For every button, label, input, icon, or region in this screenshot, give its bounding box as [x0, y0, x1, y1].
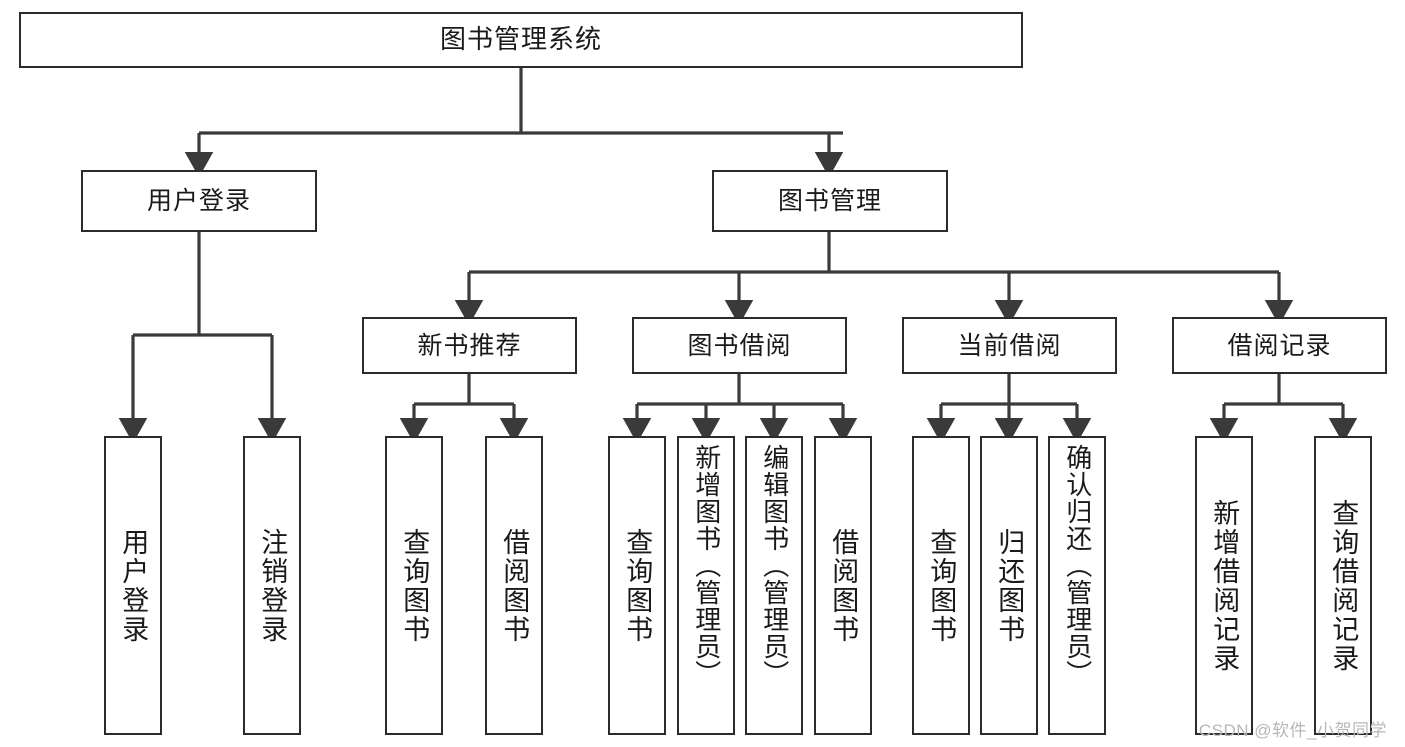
leaf-current-confirm-return-admin[interactable]: 确认归还（管理员） [1048, 436, 1106, 735]
node-label: 借阅记录 [1227, 331, 1332, 360]
leaf-record-add-record[interactable]: 新增借阅记录 [1195, 436, 1253, 735]
node-user-login[interactable]: 用户登录 [81, 170, 317, 232]
node-label: 归还图书 [994, 527, 1025, 644]
node-borrow-record[interactable]: 借阅记录 [1172, 317, 1387, 374]
watermark-text: CSDN @软件_小贺同学 [1198, 721, 1387, 740]
leaf-user-login-logout[interactable]: 注销登录 [243, 436, 301, 735]
node-label: 查询图书 [399, 527, 430, 644]
node-label: 用户登录 [146, 187, 251, 215]
leaf-new-book-query[interactable]: 查询图书 [385, 436, 443, 735]
node-label: 查询图书 [622, 527, 653, 644]
leaf-user-login-login[interactable]: 用户登录 [104, 436, 162, 735]
node-label: 编辑图书（管理员） [759, 444, 790, 687]
node-label: 图书管理系统 [439, 24, 602, 55]
node-book-borrow[interactable]: 图书借阅 [632, 317, 847, 374]
node-label: 当前借阅 [957, 331, 1062, 360]
node-current-borrow[interactable]: 当前借阅 [902, 317, 1117, 374]
leaf-borrow-borrow-book[interactable]: 借阅图书 [814, 436, 872, 735]
leaf-borrow-query-book[interactable]: 查询图书 [608, 436, 666, 735]
node-label: 查询图书 [926, 527, 957, 644]
node-label: 新书推荐 [417, 331, 522, 360]
node-label: 图书借阅 [687, 331, 792, 360]
node-label: 借阅图书 [828, 527, 859, 644]
leaf-new-book-borrow[interactable]: 借阅图书 [485, 436, 543, 735]
node-book-management[interactable]: 图书管理 [712, 170, 948, 232]
node-label: 查询借阅记录 [1328, 498, 1359, 673]
node-new-book-recommend[interactable]: 新书推荐 [362, 317, 577, 374]
node-label: 新增图书（管理员） [691, 444, 722, 687]
node-label: 注销登录 [257, 527, 288, 644]
leaf-borrow-edit-book-admin[interactable]: 编辑图书（管理员） [745, 436, 803, 735]
node-root-book-management-system[interactable]: 图书管理系统 [19, 12, 1023, 68]
leaf-current-query-book[interactable]: 查询图书 [912, 436, 970, 735]
node-label: 新增借阅记录 [1209, 498, 1240, 673]
node-label: 借阅图书 [499, 527, 530, 644]
node-label: 用户登录 [118, 527, 149, 644]
node-label: 确认归还（管理员） [1062, 444, 1093, 687]
leaf-record-query-record[interactable]: 查询借阅记录 [1314, 436, 1372, 735]
leaf-borrow-add-book-admin[interactable]: 新增图书（管理员） [677, 436, 735, 735]
node-label: 图书管理 [777, 187, 882, 215]
leaf-current-return-book[interactable]: 归还图书 [980, 436, 1038, 735]
